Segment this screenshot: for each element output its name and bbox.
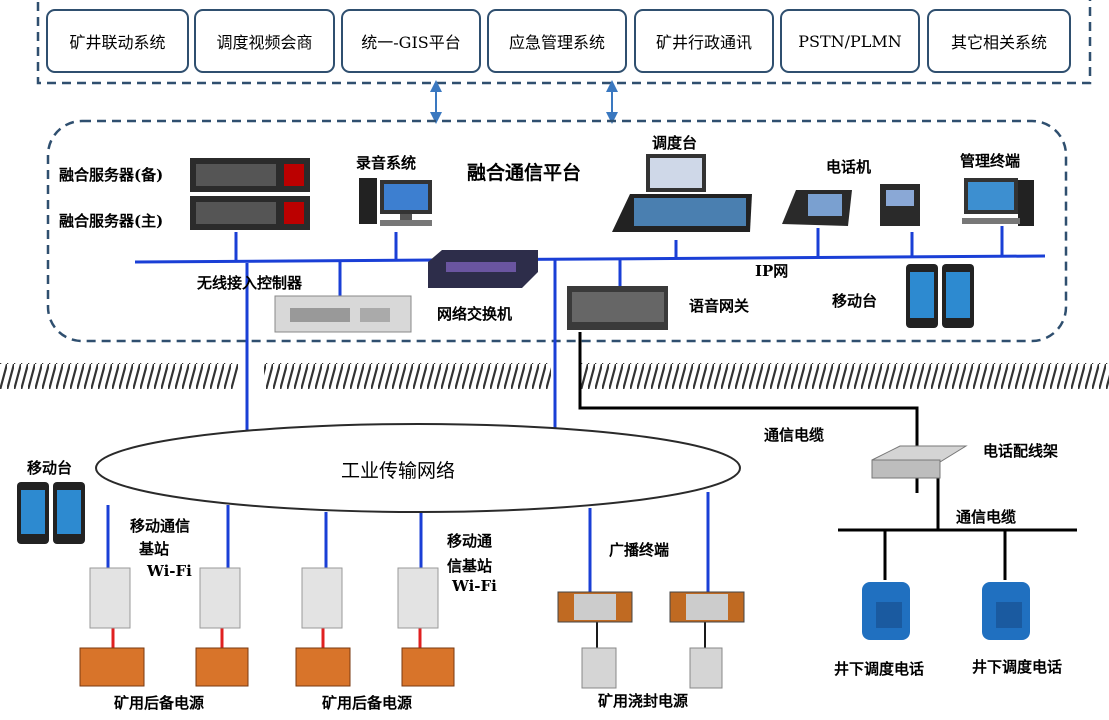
cable-lines: [578, 332, 1077, 580]
top-system-box: 矿井联动系统: [46, 9, 189, 73]
ip-phone2-icon: [880, 184, 920, 226]
distribution-label: 电话配线架: [983, 442, 1059, 460]
ground-surface: [0, 363, 1109, 389]
underground-phone-label: 井下调度电话: [972, 658, 1063, 676]
mgmt-terminal-label: 管理终端: [960, 152, 1021, 170]
power-label: 矿用后备电源: [322, 694, 413, 712]
recording-label: 录音系统: [356, 154, 417, 172]
network-label: 工业传输网络: [341, 460, 456, 482]
base-station-icon: [89, 567, 439, 629]
top-system-box: 矿井行政通讯: [634, 9, 774, 73]
ip-network-label: IP网: [755, 262, 789, 280]
underground-mobile-label: 移动台: [27, 459, 73, 477]
mobile-label: 移动台: [832, 292, 878, 310]
underground-phone-label: 井下调度电话: [834, 660, 925, 678]
top-systems-frame: [36, 0, 1092, 85]
cable-label: 通信电缆: [764, 426, 825, 444]
power-lines: [111, 628, 422, 650]
top-system-box: 统一-GIS平台: [341, 9, 481, 73]
base-station-label: Wi-Fi: [452, 577, 497, 595]
platform-title: 融合通信平台: [467, 162, 582, 184]
wireless-controller-label: 无线接入控制器: [197, 274, 303, 292]
backup-power-icon: [79, 647, 455, 687]
sealed-power-icon: [581, 647, 723, 689]
power-label: 矿用浇封电源: [598, 692, 689, 710]
mobile-handset-underground-icon: [17, 482, 85, 544]
top-system-box: 其它相关系统: [927, 9, 1071, 73]
server-main-label: 融合服务器(主): [59, 212, 164, 230]
power-label: 矿用后备电源: [114, 694, 205, 712]
mobile-handset-icon: [906, 264, 974, 328]
base-station-label: 信基站: [447, 557, 493, 575]
base-station-label: 移动通: [447, 532, 493, 550]
broadcast-terminal-icon: [557, 591, 745, 623]
phone-label: 电话机: [826, 158, 872, 176]
distribution-frame-icon: [871, 445, 968, 479]
underground-phone-icon: [862, 582, 1030, 640]
ip-network-lines: [106, 226, 1046, 592]
base-station-label: Wi-Fi: [147, 562, 192, 580]
industrial-network-ellipse: [95, 423, 741, 513]
console-label: 调度台: [652, 134, 698, 152]
server-backup-icon: [190, 158, 310, 192]
server-backup-label: 融合服务器(备): [59, 166, 164, 184]
server-main-icon: [190, 196, 310, 230]
cable-label: 通信电缆: [956, 508, 1017, 526]
base-station-label: 移动通信: [130, 517, 191, 535]
management-terminal-icon: [962, 178, 1034, 226]
voice-gateway-label: 语音网关: [689, 297, 750, 315]
broadcast-label: 广播终端: [609, 541, 670, 559]
wireless-controller-icon: [274, 295, 412, 333]
broadcast-power-links: [596, 620, 706, 648]
switch-label: 网络交换机: [437, 305, 513, 323]
dispatch-console-icon: [612, 154, 752, 232]
base-station-label: 基站: [139, 540, 170, 558]
recording-pc-icon: [359, 178, 432, 226]
voice-gateway-icon: [567, 286, 668, 330]
top-system-box: 应急管理系统: [487, 9, 627, 73]
ip-phone-icon: [782, 190, 852, 226]
platform-frame: [46, 119, 1068, 343]
top-system-box: 调度视频会商: [194, 9, 335, 73]
network-switch-icon: [428, 250, 538, 288]
top-system-box: PSTN/PLMN: [780, 9, 920, 73]
